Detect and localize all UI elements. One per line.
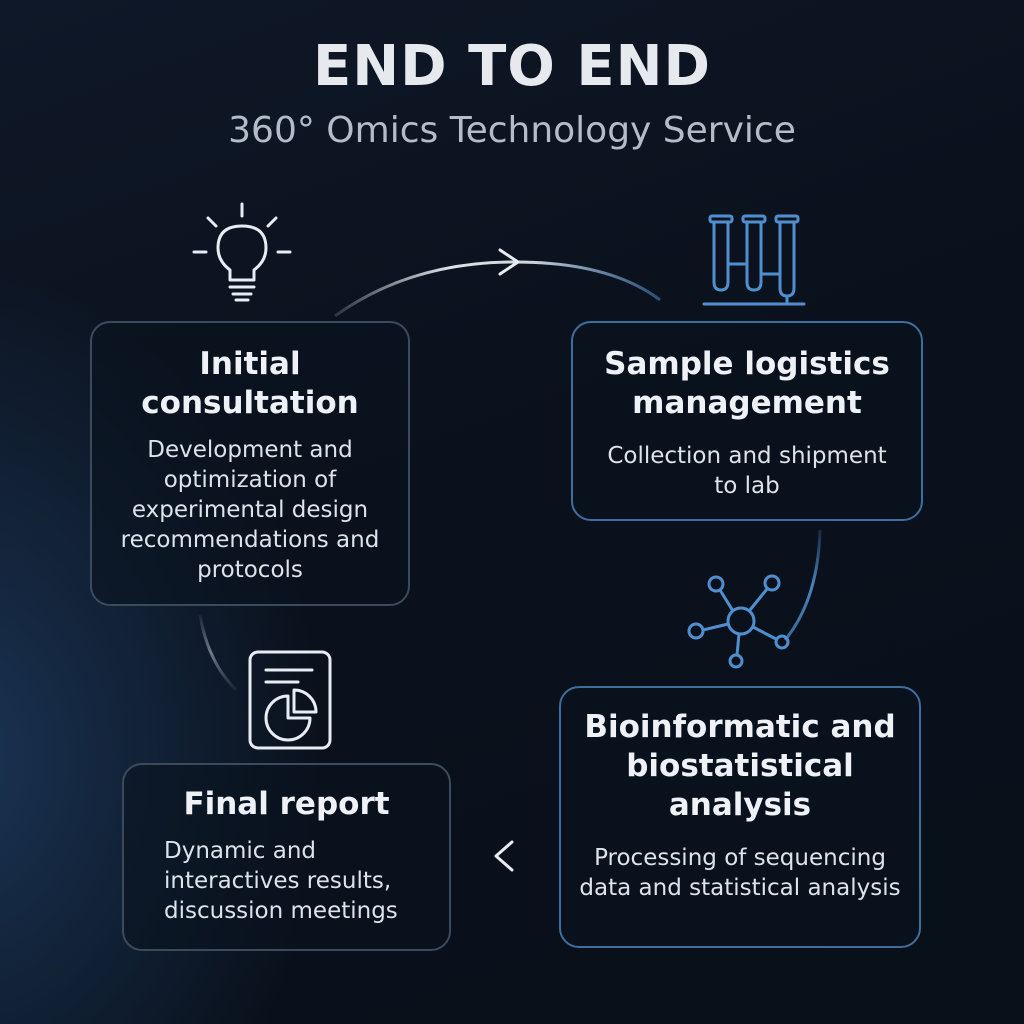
step-heading: Final report [183, 786, 390, 822]
step-card-final-report: Final report Dynamic and interactives re… [122, 763, 451, 951]
step-card-sample-logistics: Sample logistics management Collection a… [571, 321, 923, 521]
network-nodes-icon [687, 574, 790, 669]
step-card-initial-consultation: Initial consultation Development and opt… [90, 321, 410, 606]
lightbulb-icon [192, 202, 292, 302]
report-document-icon [248, 650, 332, 750]
page-subtitle: 360° Omics Technology Service [228, 110, 796, 151]
step-description: Dynamic and interactives results, discus… [164, 838, 398, 924]
step-description: Processing of sequencing data and statis… [579, 845, 901, 901]
step-description: Development and optimization of experime… [120, 437, 380, 583]
step-heading: Bioinformatic and biostatistical analysi… [584, 709, 896, 823]
page-title: END TO END [312, 34, 711, 99]
connector-right-arc [783, 529, 822, 641]
arrowhead-right [498, 248, 520, 276]
step-card-bioinformatic-analysis: Bioinformatic and biostatistical analysi… [559, 686, 921, 948]
connector-top-arc [334, 260, 661, 318]
step-description: Collection and shipment to lab [607, 443, 887, 499]
test-tubes-icon [702, 214, 806, 306]
step-heading: Initial consultation [141, 346, 359, 421]
step-heading: Sample logistics management [604, 346, 890, 421]
arrowhead-left [494, 840, 514, 872]
connector-left-arc [198, 614, 238, 692]
